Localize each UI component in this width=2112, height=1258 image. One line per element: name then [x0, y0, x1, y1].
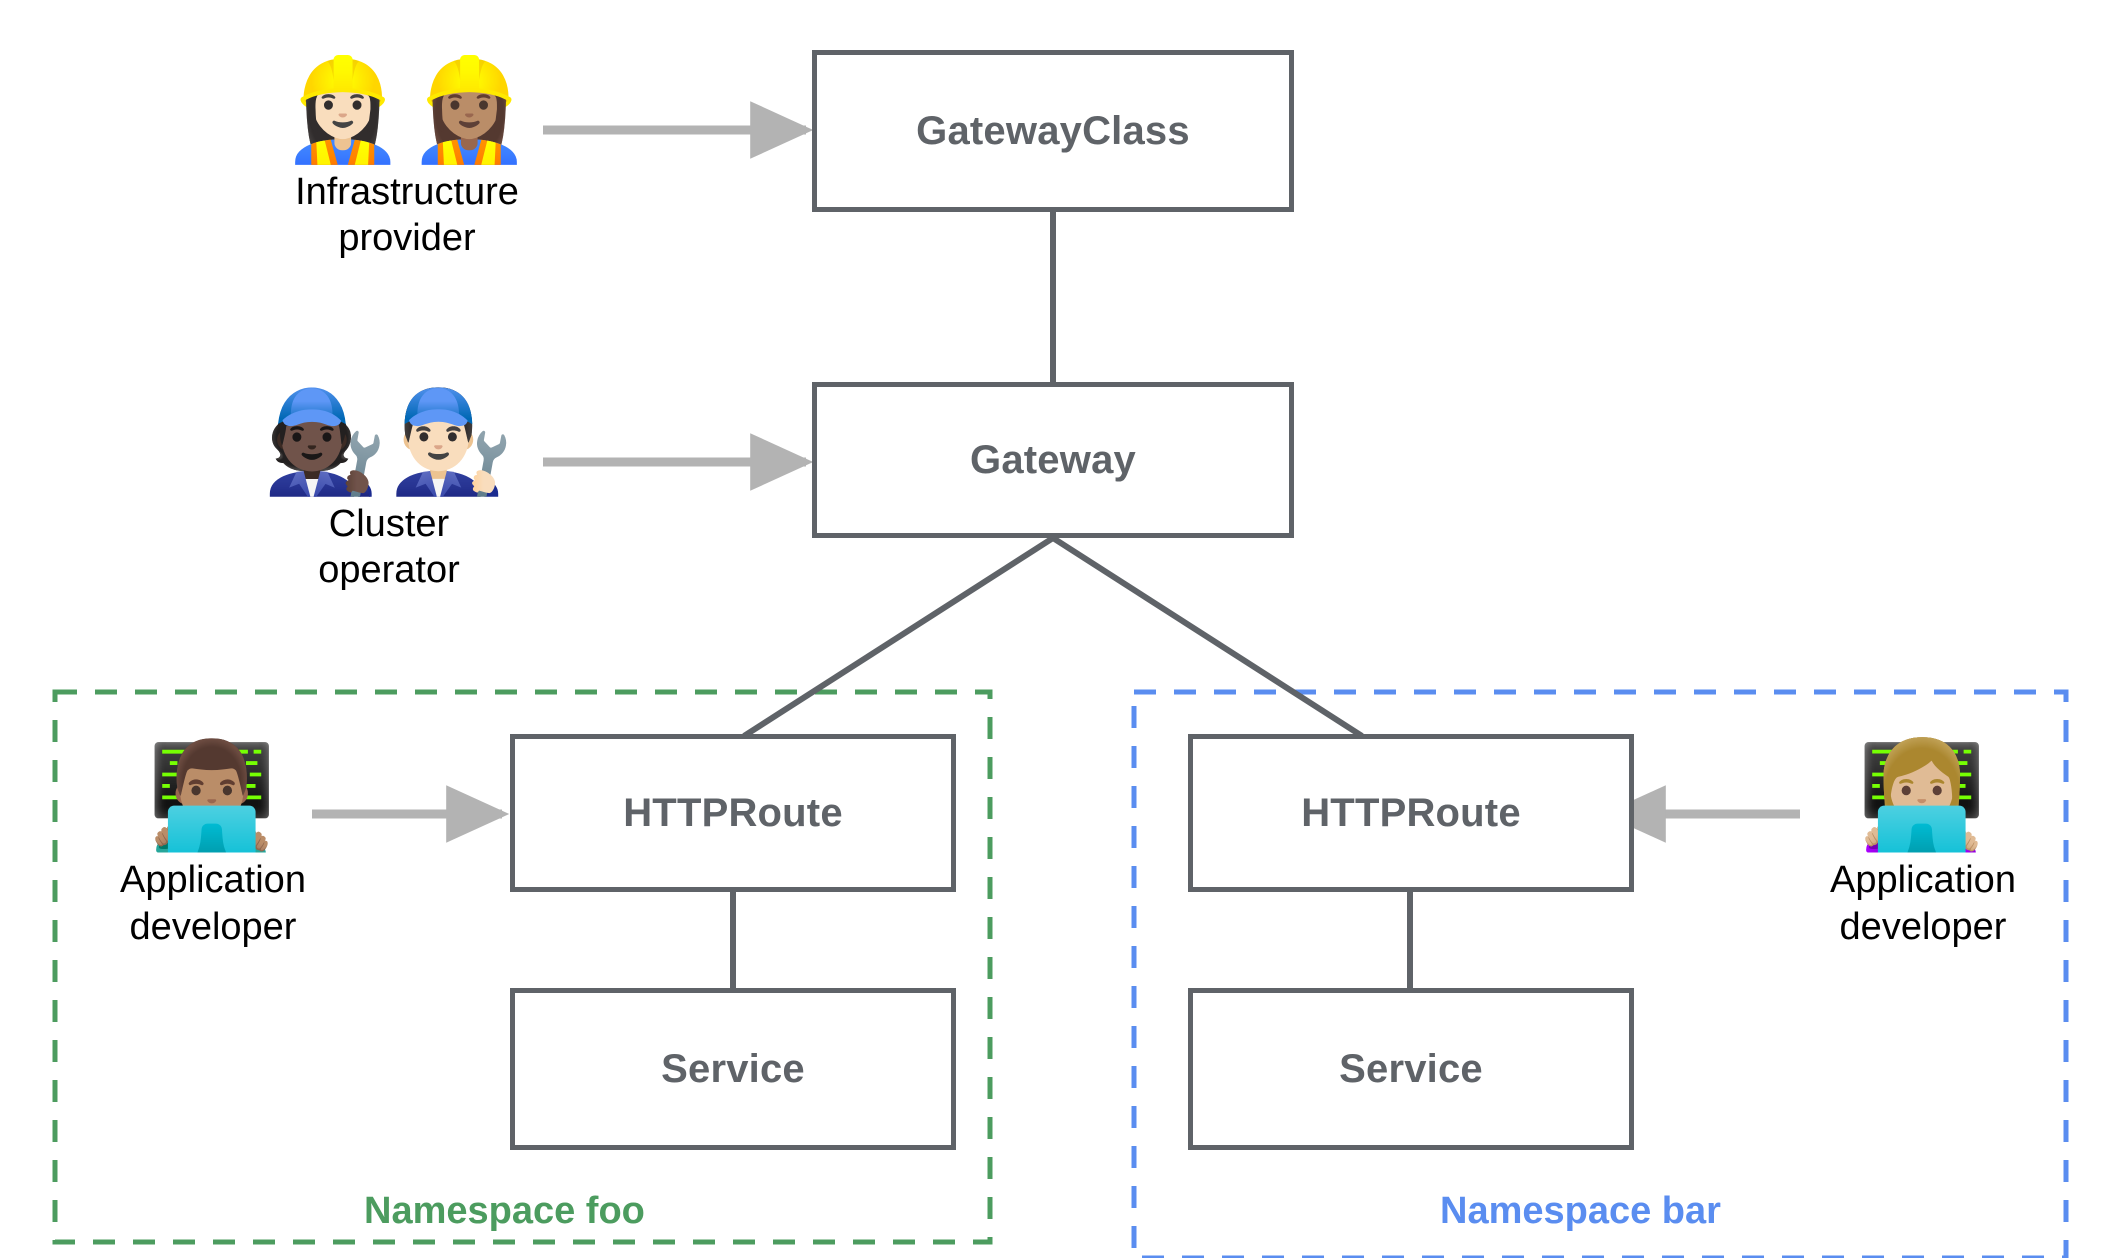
persona-app-developer-bar: 👩🏼‍💻 Application developer — [1810, 738, 2036, 950]
namespace-foo-label: Namespace foo — [364, 1190, 645, 1232]
node-gateway[interactable]: Gateway — [812, 382, 1294, 538]
persona-infrastructure-provider: 👷🏻‍♀️👷🏽‍♀️ Infrastructure provider — [268, 58, 546, 262]
node-httproute-foo[interactable]: HTTPRoute — [510, 734, 956, 892]
edge-gateway-httproute-bar — [1051, 535, 1364, 739]
woman-construction-worker-icon: 👷🏻‍♀️👷🏽‍♀️ — [280, 54, 534, 166]
node-service-bar[interactable]: Service — [1188, 988, 1634, 1150]
persona-app-developer-foo-caption: Application developer — [120, 859, 306, 948]
node-service-bar-label: Service — [1339, 1046, 1483, 1091]
persona-cluster-operator-caption: Cluster operator — [318, 503, 460, 592]
node-service-foo[interactable]: Service — [510, 988, 956, 1150]
mechanic-icon: 🧑🏿‍🔧👨🏻‍🔧 — [262, 386, 516, 498]
node-httproute-bar[interactable]: HTTPRoute — [1188, 734, 1634, 892]
node-httproute-bar-label: HTTPRoute — [1301, 790, 1521, 835]
persona-cluster-operator: 🧑🏿‍🔧👨🏻‍🔧 Cluster operator — [250, 390, 528, 594]
edge-gateway-httproute-foo — [742, 535, 1055, 739]
persona-infrastructure-provider-caption: Infrastructure provider — [295, 171, 519, 260]
persona-app-developer-foo: 👨🏽‍💻 Application developer — [100, 738, 326, 950]
node-service-foo-label: Service — [661, 1046, 805, 1091]
node-gateway-label: Gateway — [970, 437, 1136, 482]
node-gatewayclass-label: GatewayClass — [916, 108, 1190, 153]
woman-technologist-icon: 👩🏼‍💻 — [1857, 738, 1989, 854]
namespace-bar-label: Namespace bar — [1440, 1190, 1721, 1232]
persona-app-developer-bar-caption: Application developer — [1830, 859, 2016, 948]
node-gatewayclass[interactable]: GatewayClass — [812, 50, 1294, 212]
node-httproute-foo-label: HTTPRoute — [623, 790, 843, 835]
man-technologist-icon: 👨🏽‍💻 — [147, 738, 279, 854]
